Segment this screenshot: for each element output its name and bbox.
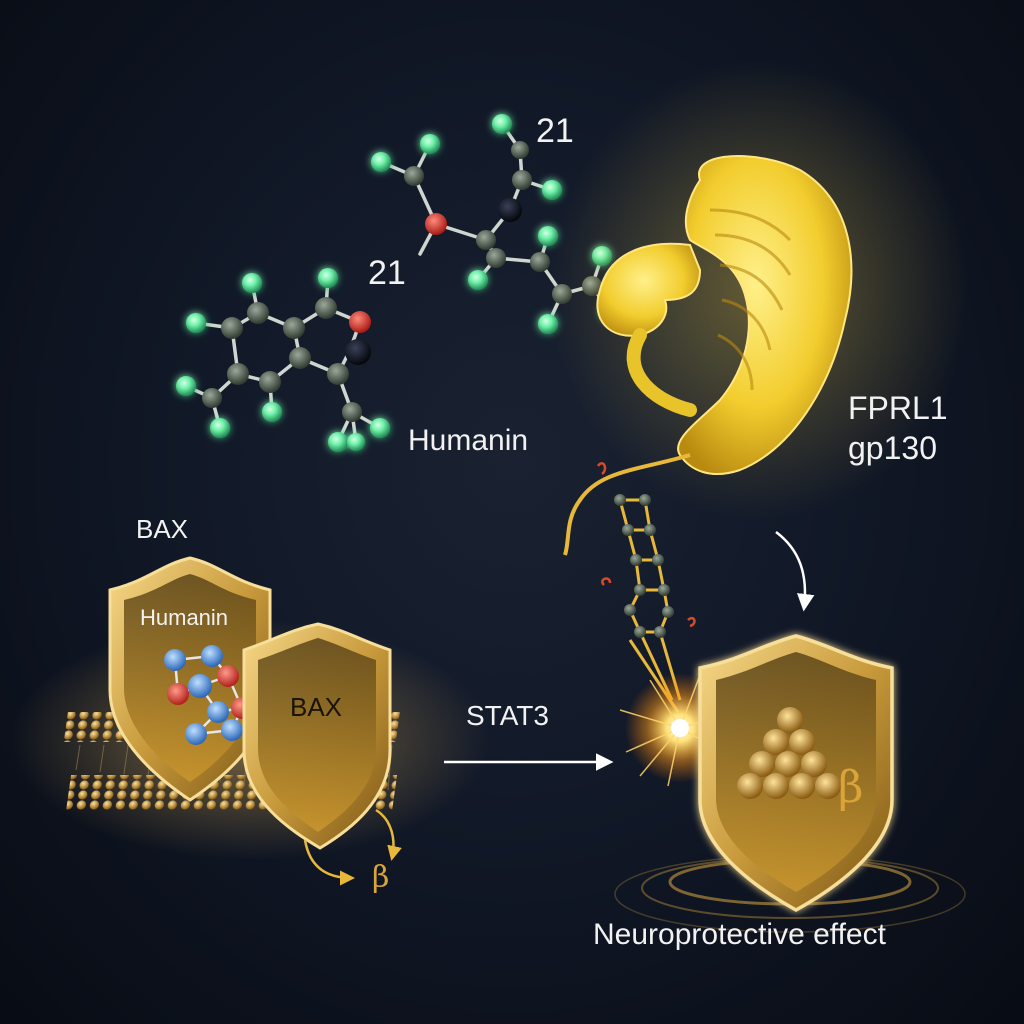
label-gp130: gp130: [848, 430, 937, 466]
label-beta-left: β: [372, 860, 390, 895]
dark-atoms: [345, 198, 522, 365]
arrow-beta-right: [375, 808, 402, 861]
label-21-left: 21: [368, 254, 406, 292]
label-shield-bax: BAX: [290, 692, 343, 722]
label-humanin-molecule: Humanin: [408, 424, 529, 457]
receptor-protein: [550, 60, 970, 556]
label-beta-right: β: [838, 762, 864, 813]
bead-pyramid: [737, 707, 841, 799]
label-21-top: 21: [536, 112, 574, 150]
oxygen-atoms: [349, 213, 447, 333]
label-bax-top: BAX: [136, 514, 189, 544]
label-stat3: STAT3: [466, 700, 549, 731]
membrane-complex: [10, 556, 490, 886]
shield-bax-inner: [258, 638, 376, 832]
hydrogen-atoms: [176, 114, 620, 452]
receptor-lobe: [596, 242, 702, 337]
protein-cluster: [164, 645, 253, 745]
arrow-receptor-to-shield: [775, 531, 815, 612]
receptor-tail: [563, 453, 691, 556]
label-neuroprotective-effect: Neuroprotective effect: [593, 918, 886, 951]
receptor-neck: [626, 328, 697, 417]
receptor-folds: [709, 208, 792, 391]
label-fprl1: FPRL1: [848, 390, 948, 426]
label-shield-humanin: Humanin: [140, 605, 229, 630]
arrow-beta-left: [303, 839, 355, 886]
neuroprotective-shield: [614, 634, 966, 933]
